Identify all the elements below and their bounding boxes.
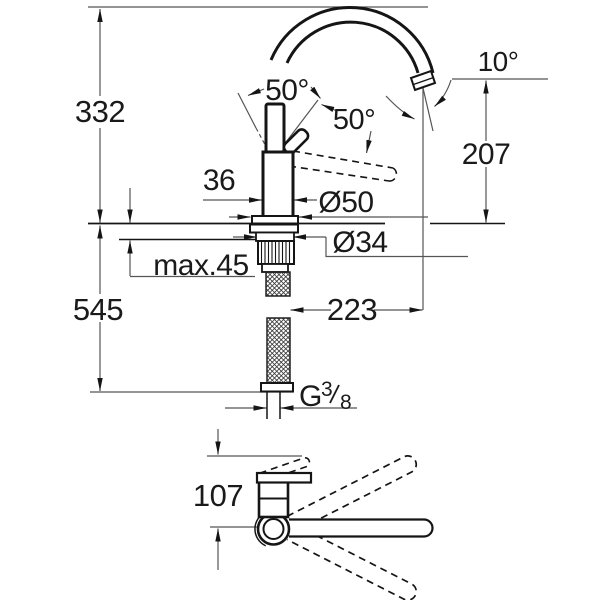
collar [261,263,289,273]
supply-hose-lower [266,317,291,384]
spout-clearance-label: 207 [462,138,511,171]
dia34-leader [325,237,468,258]
lever-up-position [264,102,286,154]
pivot-ring-inner [262,518,285,540]
thread-letter: G [299,380,322,413]
body-column [261,150,295,225]
base-plate [251,215,299,225]
thread-connector [266,391,281,419]
base-diameter-label: Ø50 [318,186,373,219]
total-height-label: 545 [73,292,123,327]
thread-numerator: 3 [321,378,332,401]
grip-rotated-dashed [259,457,311,483]
max-deck-thickness-label: max.45 [153,249,248,282]
lever-lowered-dashed [288,150,398,182]
top-view: 107 [193,429,434,600]
outlet-angle-line [422,87,434,132]
spout-swivel-up-dashed [286,455,418,533]
height-above-deck-label: 332 [75,94,125,129]
front-view: 332 545 50° 50° 10° 207 36 Ø50 Ø34 max.4… [73,6,548,419]
grip-top-view [255,471,313,484]
spout-reach-label: 223 [327,292,377,327]
dimension-arrows [97,9,489,411]
body-width-label: 36 [203,164,235,197]
spout-top-view [289,518,434,538]
spout-arc [269,6,437,92]
handle-angle-right-label: 50° [333,104,375,136]
thread-size-label: G 3 8 [299,378,352,414]
handle-angle-left-label: 50° [265,74,309,107]
hose-fitting [260,382,294,393]
nut-knurling [260,242,291,263]
thread-denominator: 8 [340,391,351,414]
fraction-slash [329,384,340,404]
flange [255,231,295,242]
faucet-body [249,150,299,419]
washer [249,223,299,234]
handle-projection-label: 107 [193,478,243,513]
outlet-angle-label: 10° [478,46,519,77]
handle-angle-ext-left [237,92,257,129]
supply-hose-upper [265,271,291,297]
shank-diameter-label: Ø34 [332,226,387,259]
